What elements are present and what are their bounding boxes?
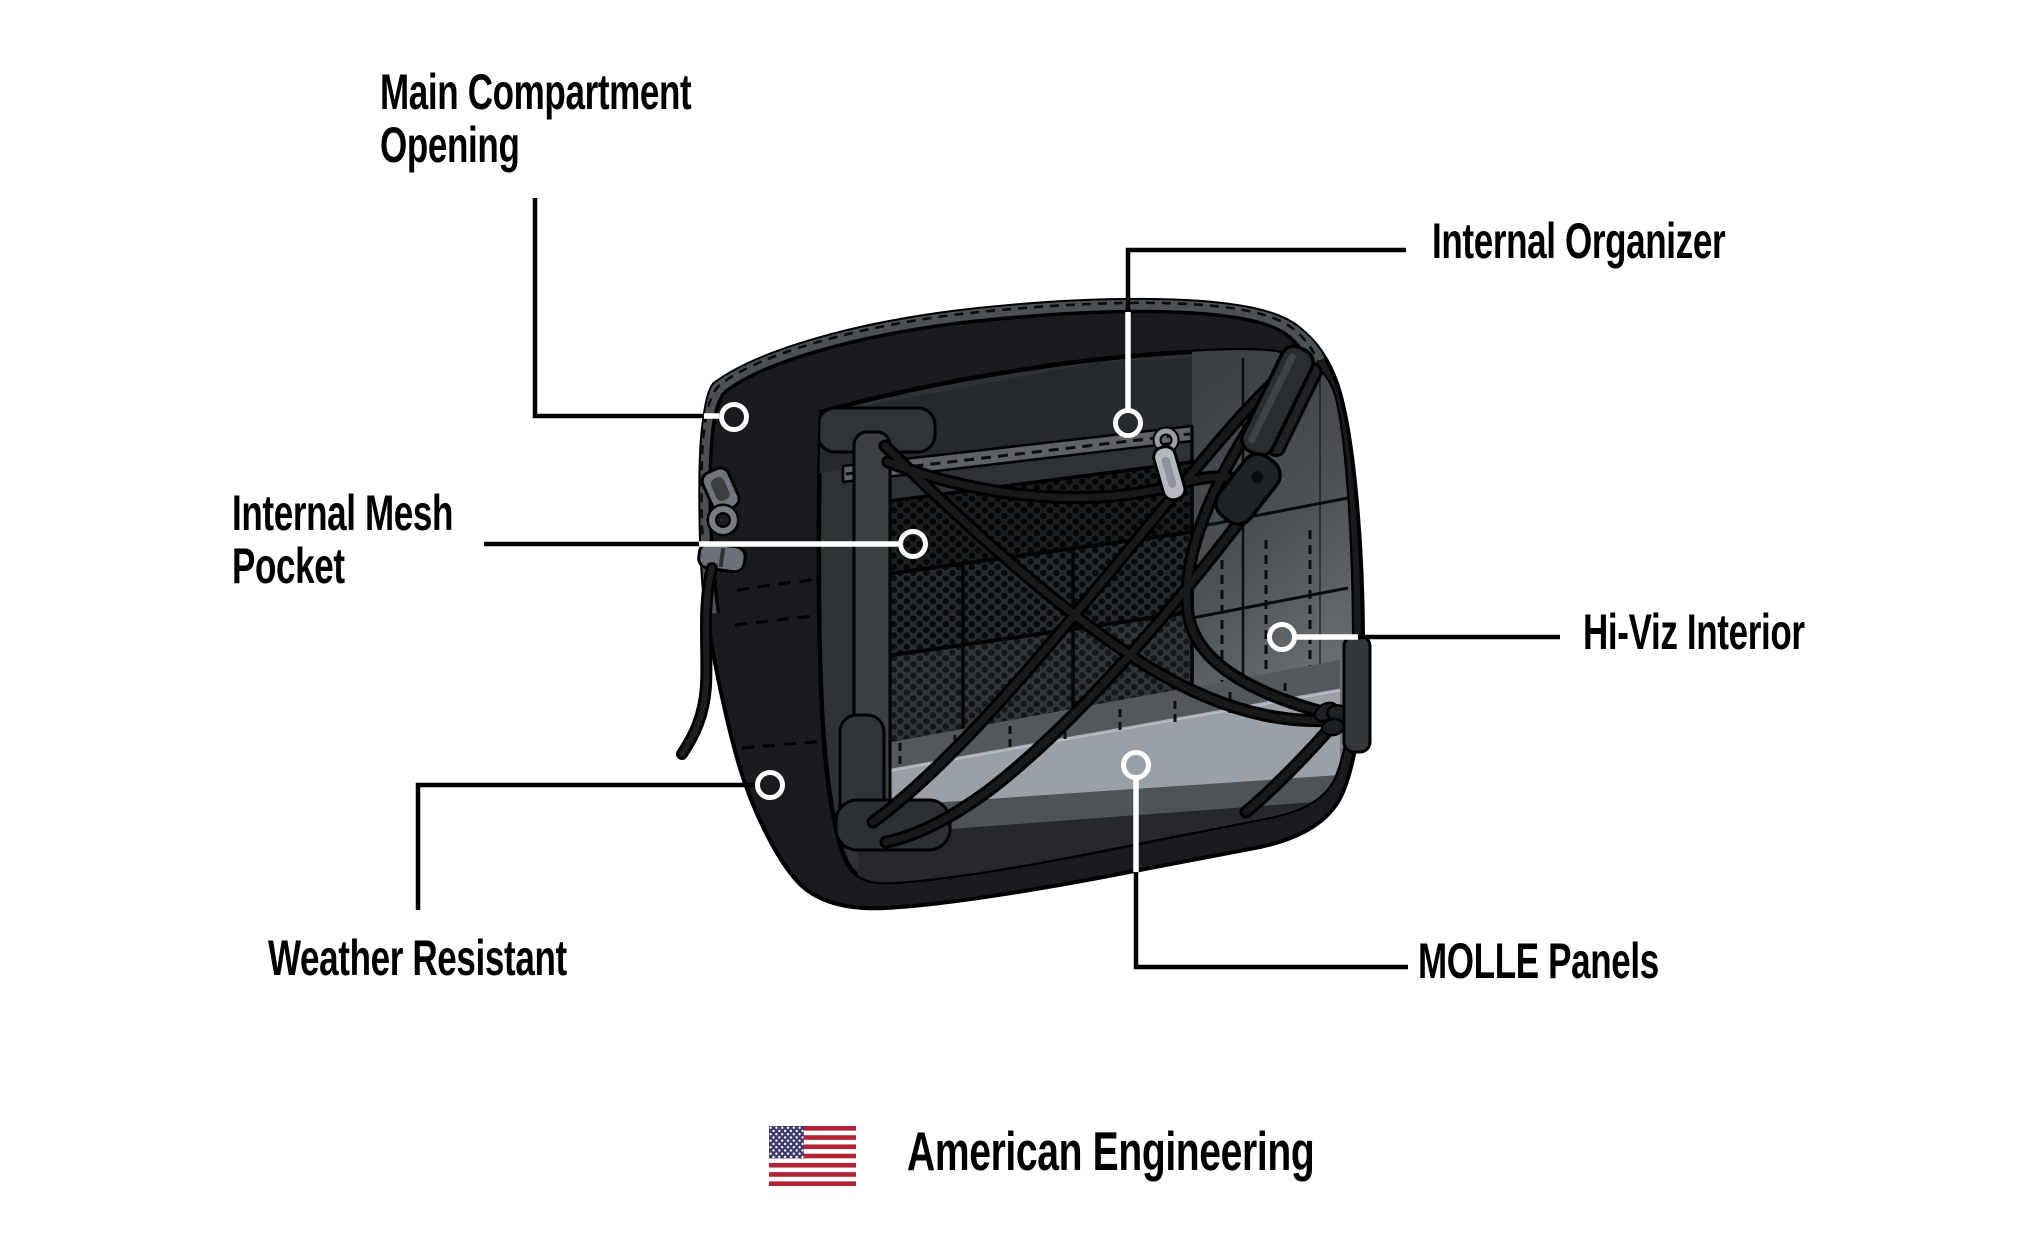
callout-label-internal-mesh-pocket: Internal Mesh Pocket: [232, 485, 454, 594]
leader-lines: [415, 198, 1560, 970]
callout-label-hi-viz-interior: Hi-Viz Interior: [1583, 604, 1805, 660]
cord-lock-icon: [1214, 452, 1282, 526]
callout-label-main-compartment-opening: Main Compartment Opening: [380, 64, 692, 173]
leader-internal-mesh: [484, 529, 928, 559]
us-flag-icon: [769, 1126, 856, 1186]
callout-label-molle-panels: MOLLE Panels: [1418, 933, 1659, 989]
bungee-hardware: [1214, 344, 1372, 754]
leader-internal-organizer: [1113, 247, 1406, 438]
side-clip-icon: [1342, 634, 1372, 754]
marker-hi-viz: [1267, 622, 1297, 652]
marker-main-compartment: [719, 402, 749, 432]
callout-label-internal-organizer: Internal Organizer: [1432, 213, 1726, 269]
footer-tagline: American Engineering: [907, 1120, 1315, 1182]
callout-label-weather-resistant: Weather Resistant: [268, 930, 567, 986]
zipper-track: [700, 299, 1328, 616]
marker-weather: [755, 770, 785, 800]
marker-molle: [1121, 750, 1151, 780]
interior: [816, 344, 1372, 885]
leader-main-compartment: [532, 198, 749, 432]
marker-internal-organizer: [1113, 408, 1143, 438]
leader-molle: [1121, 750, 1408, 970]
organizer-zipper-pull-icon: [1152, 426, 1187, 502]
leader-weather: [415, 770, 785, 910]
leader-hi-viz: [1267, 622, 1560, 652]
marker-internal-mesh: [898, 529, 928, 559]
cord-hook-icon: [1240, 344, 1323, 458]
zipper-pulls: [676, 466, 747, 760]
